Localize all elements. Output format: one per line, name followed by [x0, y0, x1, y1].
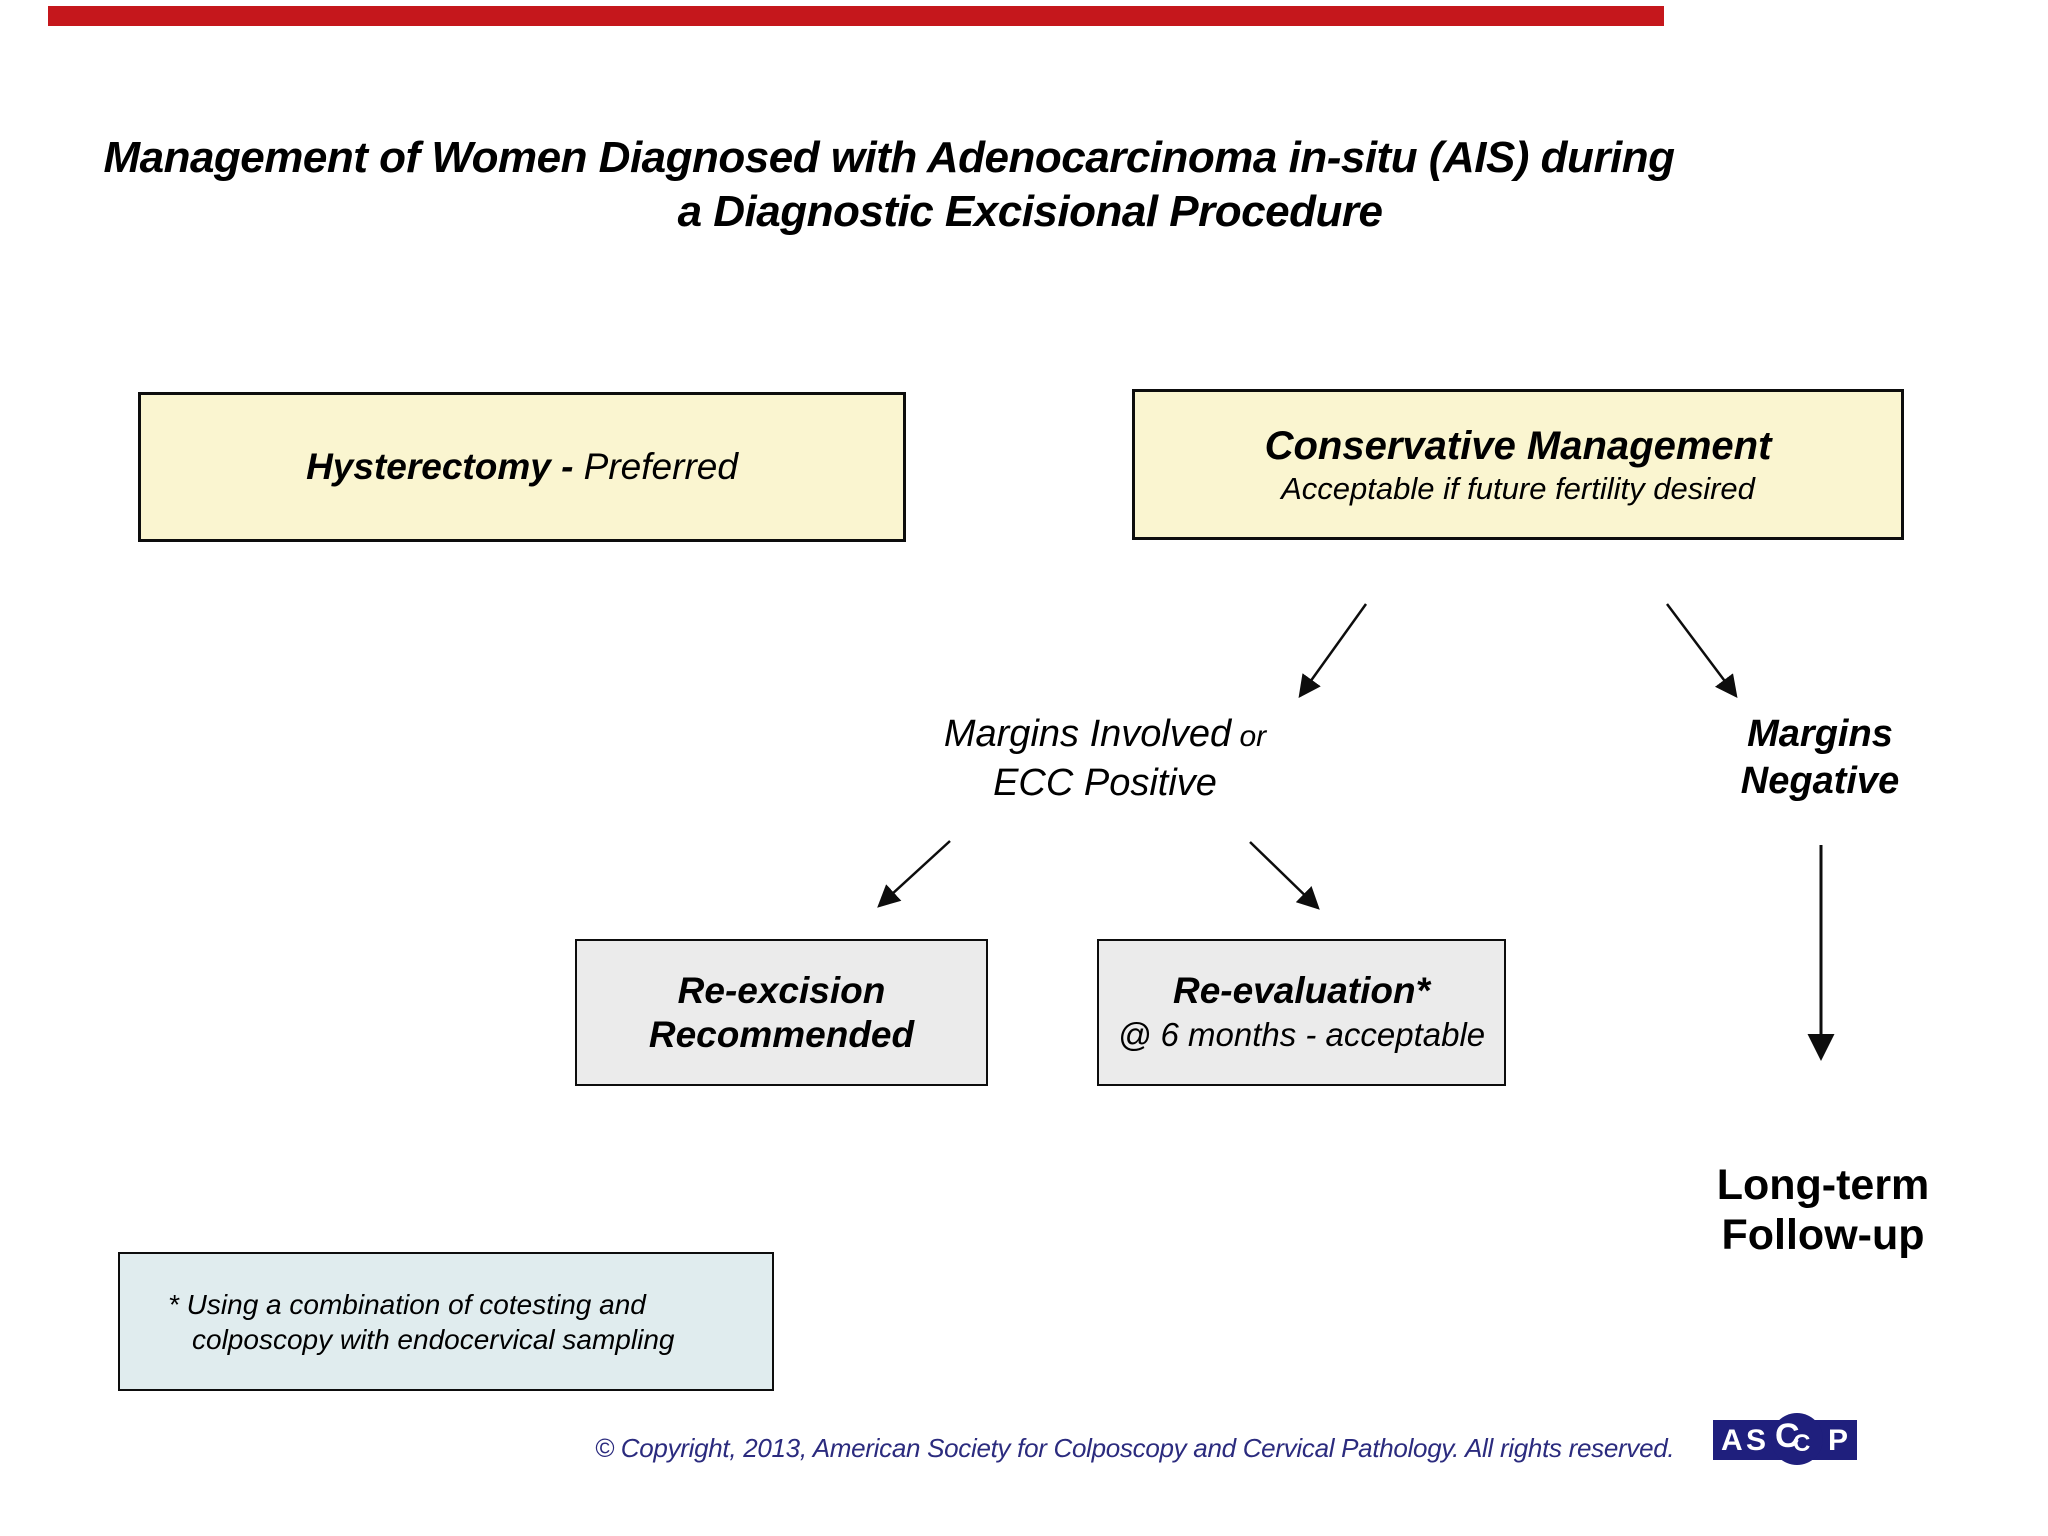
footnote-box: * Using a combination of cotesting and c…: [118, 1252, 774, 1391]
conservative-subtitle: Acceptable if future fertility desired: [1281, 470, 1755, 506]
longterm-followup-label: Long-term Follow-up: [1717, 1160, 1930, 1260]
conservative-heading: Conservative Management: [1264, 423, 1772, 468]
arrow-conservative-to-margins-involved: [1298, 603, 1368, 699]
margins-involved-line2: ECC Positive: [993, 762, 1217, 804]
hysterectomy-label-rest: Preferred: [573, 446, 738, 487]
hysterectomy-box: Hysterectomy - Preferred: [138, 392, 906, 542]
margins-involved-label: Margins Involved or ECC Positive: [944, 711, 1266, 807]
arrow-conservative-to-margins-negative: [1666, 603, 1738, 698]
page-title-line1: Management of Women Diagnosed with Adeno…: [103, 133, 1675, 182]
reevaluation-box: Re-evaluation* @ 6 months - acceptable: [1097, 939, 1506, 1086]
asccp-letter-a: A: [1721, 1424, 1743, 1457]
asccp-letter-c2: C: [1793, 1430, 1811, 1457]
longterm-line1: Long-term: [1716, 1161, 1930, 1209]
reexcision-line2: Recommended: [648, 1013, 915, 1055]
asccp-logo: A S C C P: [1713, 1413, 1857, 1465]
reexcision-line1: Re-excision: [677, 969, 886, 1011]
margins-negative-line1: Margins: [1747, 713, 1893, 755]
page-title-line2: a Diagnostic Excisional Procedure: [677, 187, 1383, 236]
margins-negative-label: Margins Negative: [1741, 711, 1899, 805]
margins-involved-line1: Margins Involved or: [944, 711, 1266, 760]
asccp-letter-s: S: [1746, 1424, 1767, 1457]
arrow-margins-involved-to-reevaluation: [1249, 841, 1320, 910]
footnote-line2: colposcopy with endocervical sampling: [192, 1323, 675, 1355]
footnote-line1: * Using a combination of cotesting and: [168, 1288, 646, 1320]
copyright-text: © Copyright, 2013, American Society for …: [595, 1433, 1675, 1463]
arrow-margins-involved-to-reexcision: [877, 840, 951, 908]
hysterectomy-label: Hysterectomy - Preferred: [306, 446, 738, 488]
reevaluation-line2: @ 6 months - acceptable: [1117, 1015, 1486, 1053]
asccp-letter-c1: C: [1775, 1417, 1800, 1455]
hysterectomy-label-bold: Hysterectomy -: [306, 446, 574, 487]
asccp-logo-disc: [1771, 1413, 1823, 1465]
reexcision-box: Re-excision Recommended: [575, 939, 988, 1086]
margins-involved-or: or: [1231, 720, 1267, 753]
reevaluation-line1: Re-evaluation*: [1172, 969, 1430, 1011]
margins-involved-text: Margins Involved: [943, 713, 1232, 755]
margins-negative-line2: Negative: [1740, 760, 1900, 802]
longterm-line2: Follow-up: [1721, 1211, 1925, 1259]
asccp-letter-p: P: [1828, 1424, 1849, 1457]
conservative-management-box: Conservative Management Acceptable if fu…: [1132, 389, 1904, 540]
top-red-bar: [48, 6, 1664, 26]
